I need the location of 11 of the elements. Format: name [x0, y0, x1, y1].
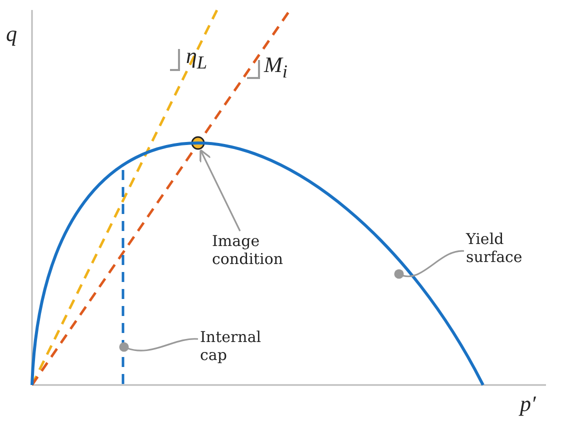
callout-text: Image condition	[212, 232, 292, 268]
callout-text: Internal cap	[200, 328, 280, 364]
leader-line	[119, 338, 198, 352]
axis-label: p′	[520, 392, 536, 416]
axis-label: q	[6, 22, 17, 46]
intersection-point	[191, 136, 205, 150]
slope-label: M$_{i}$	[264, 53, 288, 84]
slope-label: η$_{L}$	[186, 44, 208, 74]
callout-text: Yield surface	[466, 230, 546, 266]
leader-line	[200, 149, 241, 232]
leader-line	[394, 250, 464, 279]
